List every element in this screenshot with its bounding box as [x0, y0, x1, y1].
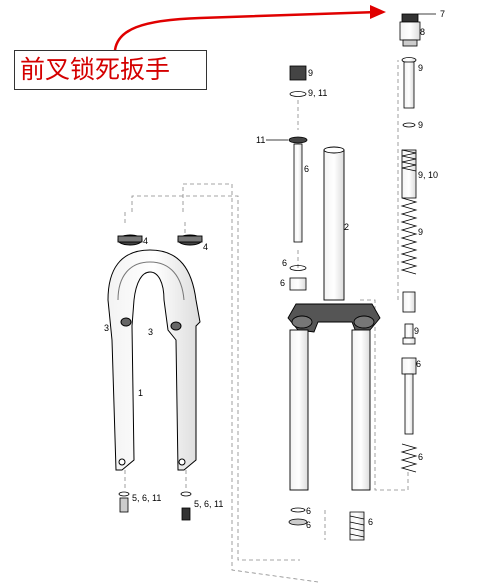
lower-legs [107, 249, 201, 471]
part-label-4-right: 4 [203, 242, 209, 252]
bottom-bolts [118, 491, 192, 521]
dust-seals [117, 234, 203, 246]
spring-top [401, 149, 417, 172]
part-label-1: 1 [138, 388, 144, 398]
part-label-6-shaft: 6 [304, 164, 310, 174]
part-label-9-r3: 9 [418, 227, 424, 237]
part-label-9-11: 9, 11 [308, 88, 328, 98]
part-label-5-6-11-right: 5, 6, 11 [194, 499, 224, 509]
assembly-guide-lines [124, 60, 409, 583]
bottom-center-parts [288, 507, 365, 541]
right-stack-parts [400, 57, 418, 473]
part-label-3-right: 3 [148, 327, 154, 337]
part-label-9-r1: 9 [418, 63, 424, 73]
part-label-11: 11 [256, 135, 266, 145]
part-label-2: 2 [344, 222, 350, 232]
callout-arrowhead [370, 5, 386, 19]
lockout-callout-label: 前叉锁死扳手 [14, 50, 207, 90]
part-label-9-top: 9 [308, 68, 314, 78]
callout-arrow [113, 10, 379, 51]
center-stack-parts [288, 65, 308, 291]
steerer-tube [323, 146, 345, 301]
part-label-6-b2: 6 [306, 520, 312, 530]
part-label-7: 7 [440, 9, 446, 19]
part-label-8: 8 [420, 27, 426, 37]
part-label-9-10: 9, 10 [418, 170, 439, 180]
part-label-6-b1: 6 [306, 506, 312, 516]
lockout-knob [399, 13, 421, 47]
part-label-4-left: 4 [143, 236, 149, 246]
part-label-5-6-11-left: 5, 6, 11 [132, 493, 162, 503]
part-label-6-b3: 6 [368, 517, 374, 527]
part-label-6-r2: 6 [418, 452, 424, 462]
part-label-6-c2: 6 [280, 278, 286, 288]
part-label-9-r4: 9 [414, 326, 420, 336]
stanchions [289, 329, 371, 491]
part-label-6-r1: 6 [416, 359, 422, 369]
fork-crown [287, 303, 381, 333]
part-label-6-c1: 6 [282, 258, 288, 268]
part-label-3-left: 3 [104, 323, 110, 333]
part-label-9-r2: 9 [418, 120, 424, 130]
